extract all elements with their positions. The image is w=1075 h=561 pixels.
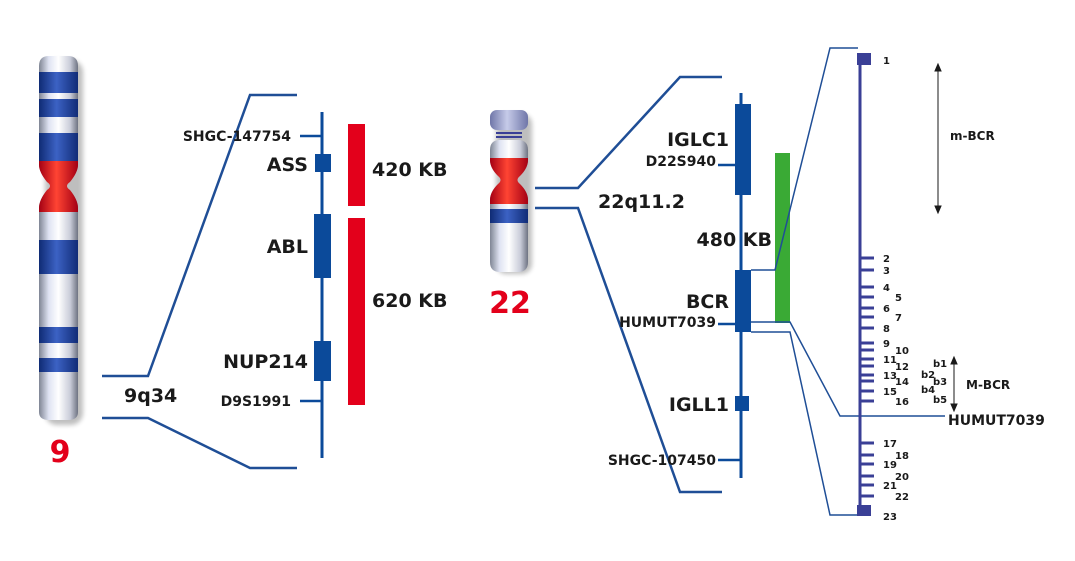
exon-13-label: 13 — [883, 371, 897, 382]
exon-13-tick — [860, 373, 874, 377]
exon-1-block — [857, 53, 871, 65]
exon-3-label: 3 — [883, 266, 890, 277]
gene-bcr: BCR — [686, 291, 729, 313]
exon-8-label: 8 — [883, 324, 890, 335]
chr9-gene-axis — [300, 112, 331, 458]
iglc1-gene-block — [735, 104, 751, 195]
exon-17-label: 17 — [883, 439, 897, 450]
chr9-band-label: 9q34 — [124, 385, 177, 407]
nup214-gene-block — [314, 341, 331, 381]
chr22-band-label: 22q11.2 — [598, 191, 685, 213]
exon-18-tick — [860, 453, 874, 457]
sub-exon-b2-label: b2 — [921, 370, 935, 381]
exon-11-label: 11 — [883, 355, 897, 366]
marker-d9s1991: D9S1991 — [221, 394, 291, 410]
bcr-gene-block — [735, 270, 751, 332]
sub-exon-b4-label: b4 — [921, 385, 935, 396]
chromosome-9-number: 9 — [50, 435, 71, 470]
exon-8-tick — [860, 326, 874, 330]
region-major-bcr: M-BCR — [966, 378, 1010, 392]
exon-2-label: 2 — [883, 254, 890, 265]
segment-bar-620kb — [348, 218, 365, 405]
sub-exon-b1-label: b1 — [933, 359, 947, 370]
exon-4-tick — [860, 285, 874, 289]
chr22-zoom-lines — [535, 75, 722, 494]
exon-1-label: 1 — [883, 56, 890, 67]
sub-exon-b5-label: b5 — [933, 395, 947, 406]
exon-20-tick — [860, 474, 874, 478]
exon-16-label: 16 — [895, 397, 909, 408]
segment-label-480kb: 480 KB — [697, 229, 772, 251]
gene-iglc1: IGLC1 — [667, 129, 729, 151]
exon-9-label: 9 — [883, 339, 890, 350]
exon-7-label: 7 — [895, 313, 902, 324]
gene-nup214: NUP214 — [223, 351, 308, 373]
gene-ass: ASS — [267, 154, 308, 176]
marker-humut7039-bcr: HUMUT7039 — [948, 413, 1045, 429]
exon-6-tick — [860, 306, 874, 310]
exon-5-tick — [860, 295, 874, 299]
exon-10-label: 10 — [895, 346, 909, 357]
exon-10-tick — [860, 348, 874, 352]
region-m-bcr: m-BCR — [950, 129, 995, 143]
ass-gene-block — [315, 154, 331, 172]
exon-14-tick — [860, 379, 874, 383]
exon-3-tick — [860, 268, 874, 272]
exon-15-label: 15 — [883, 387, 897, 398]
chromosome-22-number: 22 — [489, 286, 531, 321]
gene-igll1: IGLL1 — [669, 394, 729, 416]
segment-label-420kb: 420 KB — [372, 159, 447, 181]
exon-4-label: 4 — [883, 283, 890, 294]
marker-shgc-107450: SHGC-107450 — [608, 453, 716, 469]
exon-21-tick — [860, 483, 874, 487]
exon-19-tick — [860, 462, 874, 466]
chr22-gene-axis — [718, 93, 751, 478]
chromosome-22-ideogram — [490, 110, 532, 274]
exon-18-label: 18 — [895, 451, 909, 462]
igll1-gene-block — [735, 396, 749, 411]
exon-16-tick — [860, 399, 874, 403]
exon-19-label: 19 — [883, 460, 897, 471]
exon-2-tick — [860, 256, 874, 260]
exon-5-label: 5 — [895, 293, 902, 304]
exon-9-tick — [860, 341, 874, 345]
exon-22-tick — [860, 494, 874, 498]
marker-humut7039-chr22: HUMUT7039 — [619, 315, 716, 331]
exon-23-block — [857, 505, 871, 516]
bcr-zoom-lines — [751, 47, 945, 516]
marker-shgc-147754: SHGC-147754 — [183, 129, 291, 145]
exon-23-label: 23 — [883, 512, 897, 523]
abl-gene-block — [314, 214, 331, 278]
exon-20-label: 20 — [895, 472, 909, 483]
bcr-exon-map — [857, 53, 874, 516]
exon-11-tick — [860, 357, 874, 361]
exon-14-label: 14 — [895, 377, 909, 388]
exon-21-label: 21 — [883, 481, 897, 492]
exon-17-tick — [860, 441, 874, 445]
marker-d22s940: D22S940 — [646, 154, 717, 170]
chromosome-9-ideogram — [39, 56, 83, 425]
sub-exon-b3-label: b3 — [933, 377, 947, 388]
region-arrows — [934, 62, 958, 413]
exon-22-label: 22 — [895, 492, 909, 503]
exon-6-label: 6 — [883, 304, 890, 315]
segment-label-620kb: 620 KB — [372, 290, 447, 312]
exon-12-tick — [860, 364, 874, 368]
chr9-zoom-lines — [102, 93, 297, 470]
exon-7-tick — [860, 315, 874, 319]
gene-abl: ABL — [267, 236, 308, 258]
exon-12-label: 12 — [895, 362, 909, 373]
segment-bar-420kb — [348, 124, 365, 206]
exon-15-tick — [860, 389, 874, 393]
